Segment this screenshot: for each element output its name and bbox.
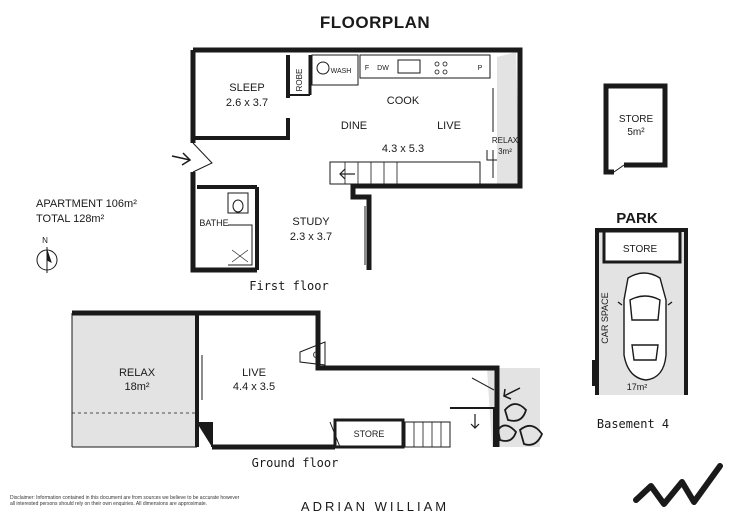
first-floor-caption: First floor: [249, 279, 328, 293]
live-label: LIVE: [437, 120, 461, 132]
fridge-label: F: [365, 65, 369, 72]
store-unit-area: 5m²: [627, 127, 645, 138]
ground-live-label: LIVE: [242, 367, 266, 379]
live-size: 4.3 x 5.3: [382, 143, 424, 155]
robe-label: ROBE: [295, 69, 304, 92]
brand-logo-icon: [633, 463, 723, 507]
plan-title: FLOORPLAN: [319, 13, 431, 32]
ground-stair-arrow-icon: [470, 414, 480, 429]
apartment-area: APARTMENT 106m²: [36, 198, 137, 210]
store-unit-label: STORE: [619, 114, 654, 125]
cupboard-label: C: [313, 350, 320, 360]
ground-store-label: STORE: [354, 429, 385, 439]
store-unit-plan: [603, 83, 668, 175]
pantry-label: P: [478, 65, 483, 72]
ground-relax-label: RELAX: [119, 367, 156, 379]
sleep-size: 2.6 x 3.7: [226, 97, 268, 109]
ground-relax-area-label: 18m²: [124, 381, 149, 393]
car-space-area: 17m²: [627, 382, 648, 392]
balcony-area: [497, 52, 520, 186]
car-icon: [617, 272, 673, 381]
cook-label: COOK: [387, 95, 420, 107]
basement-caption: Basement 4: [597, 417, 669, 431]
ground-live-size: 4.4 x 3.5: [233, 381, 275, 393]
total-area: TOTAL 128m²: [36, 213, 105, 225]
relax-balcony-area: 3m²: [498, 147, 512, 156]
wash-label: WASH: [331, 68, 352, 75]
sleep-label: SLEEP: [229, 82, 264, 94]
park-store-label: STORE: [623, 244, 658, 255]
entry-arrow-icon: [171, 152, 192, 166]
bathe-label: BATHE: [199, 218, 228, 228]
relax-balcony-label: RELAX: [492, 136, 519, 145]
brand-name: ADRIAN WILLIAM: [300, 499, 450, 514]
stair-arrow-icon: [339, 168, 355, 180]
ground-floor-caption: Ground floor: [252, 456, 339, 470]
dishwasher-label: DW: [377, 65, 389, 72]
disclaimer-text: Disclaimer: Information contained in thi…: [10, 495, 240, 507]
area-summary: APARTMENT 106m² TOTAL 128m²: [36, 197, 137, 227]
ground-relax-area: [72, 313, 197, 447]
compass-icon: [36, 247, 58, 273]
park-heading: PARK: [616, 210, 658, 227]
ground-floor-plan: [71, 310, 544, 450]
study-size: 2.3 x 3.7: [290, 231, 332, 243]
car-space-label: CAR SPACE: [600, 292, 610, 343]
ground-entry-arrow-icon: [503, 387, 521, 400]
compass-north-label: N: [42, 236, 48, 245]
first-floor-plan: [190, 47, 523, 273]
dine-label: DINE: [341, 120, 367, 132]
study-label: STUDY: [292, 216, 330, 228]
